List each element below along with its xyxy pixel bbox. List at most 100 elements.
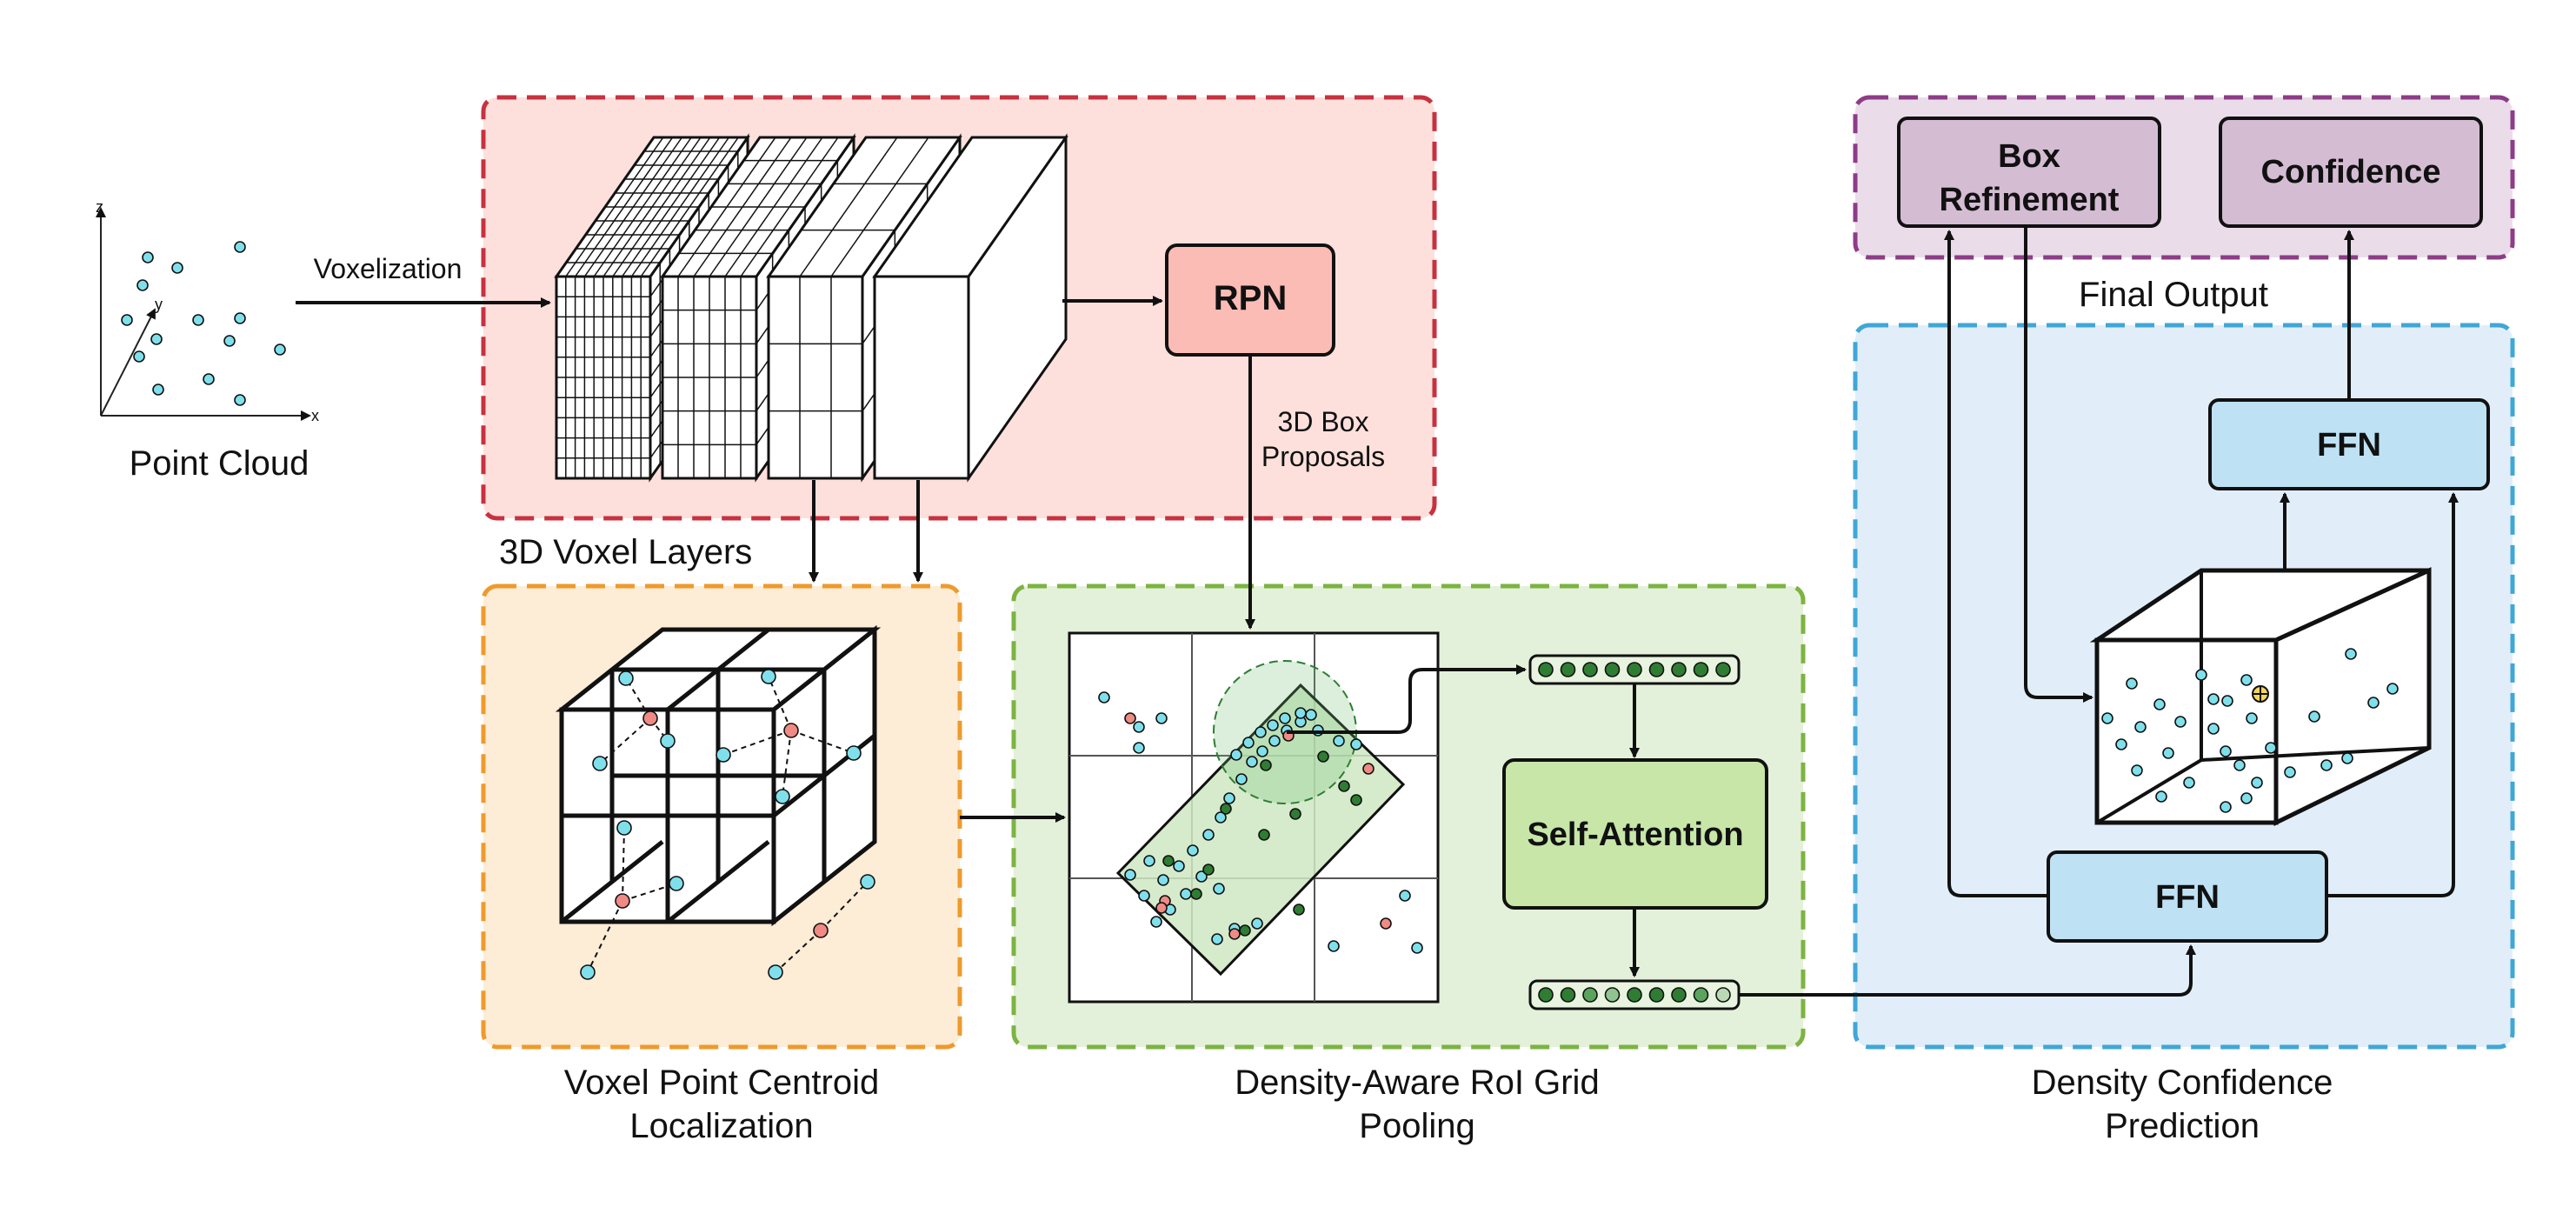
feature-cell — [1627, 662, 1642, 677]
roi-point — [1267, 719, 1279, 731]
feature-vector-top — [1528, 654, 1741, 685]
roi-point-green — [1202, 864, 1215, 876]
axis-y-label: y — [155, 296, 163, 313]
roi-point-green — [1190, 888, 1202, 900]
self-attention-label: Self-Attention — [1527, 817, 1743, 853]
voxelization-label: Voxelization — [314, 253, 463, 284]
point-cloud-points — [121, 241, 286, 406]
voxel-point — [592, 756, 608, 771]
density-point — [2207, 723, 2220, 735]
voxel-point — [580, 964, 596, 980]
roi-point — [1124, 869, 1136, 881]
voxel-centroid — [615, 893, 630, 909]
box-refinement-line1: Box — [1998, 138, 2060, 175]
point-cloud: z x y — [96, 198, 319, 424]
feature-cell — [1648, 662, 1665, 677]
roi-point — [1350, 738, 1362, 750]
density-cube — [2089, 567, 2432, 827]
box-refinement-to-cube-arrow — [2024, 226, 2093, 703]
voxel-point — [616, 820, 632, 836]
roi-point — [1213, 883, 1225, 895]
density-point — [2131, 764, 2143, 777]
point-cloud-point — [150, 333, 163, 345]
voxel-point — [860, 874, 875, 890]
point-cloud-point — [223, 335, 236, 347]
ffn-to-ffn-top-arrow — [2326, 492, 2459, 897]
ffn-bottom-label: FFN — [2155, 879, 2220, 916]
roi-point — [1256, 745, 1268, 757]
feature-cell — [1582, 662, 1598, 677]
roi-point — [1255, 726, 1267, 738]
roi-point-red — [1155, 902, 1168, 914]
point-cloud-point — [203, 373, 215, 385]
voxel-centroid — [642, 710, 658, 726]
confidence-label: Confidence — [2261, 154, 2441, 190]
point-cloud-point — [192, 314, 204, 326]
point-cloud-point — [234, 312, 246, 324]
feature-cell — [1693, 662, 1709, 677]
density-point — [2195, 669, 2207, 681]
voxel-centroid — [813, 923, 829, 938]
roi-point — [1223, 792, 1235, 804]
feature-cell — [1715, 987, 1731, 1003]
point-cloud-point — [152, 383, 164, 396]
roi-point-red — [1228, 928, 1241, 940]
density-point — [2155, 790, 2167, 803]
point-cloud-point — [121, 314, 133, 326]
roi-point-green — [1317, 750, 1329, 763]
roi-point-green — [1258, 829, 1270, 841]
roi-point — [1157, 874, 1169, 886]
roi-point-green — [1293, 904, 1305, 916]
feature-cell — [1671, 662, 1687, 677]
voxel-layer-block — [872, 133, 1068, 483]
point-cloud-point — [274, 343, 286, 356]
roi-point — [1173, 860, 1185, 872]
roi-point-red — [1380, 917, 1392, 930]
density-point — [2233, 759, 2246, 771]
density-point — [2220, 801, 2232, 813]
feature-cell — [1560, 662, 1576, 677]
voxel-point — [768, 964, 783, 980]
centroid-label-line2: Localization — [629, 1107, 813, 1145]
roi-point — [1235, 773, 1248, 785]
roi-point — [1133, 742, 1145, 754]
voxel-point — [846, 745, 862, 761]
density-point — [2221, 695, 2233, 707]
roi-point — [1279, 712, 1291, 724]
density-label-line1: Density Confidence — [2032, 1064, 2333, 1102]
axis-x-label: x — [311, 407, 319, 424]
density-point — [2246, 712, 2258, 724]
proposals-label-line2: Proposals — [1261, 441, 1385, 472]
vector-to-ffn-arrow — [1739, 944, 2196, 997]
point-cloud-point — [171, 262, 183, 274]
density-point — [2134, 721, 2147, 733]
final-output-label: Final Output — [2079, 276, 2268, 314]
roi-point-green — [1350, 794, 1362, 806]
feature-cell — [1538, 987, 1554, 1003]
roi-point-green — [1260, 759, 1272, 771]
roi-point-green — [1239, 924, 1251, 937]
density-point — [2308, 710, 2320, 723]
feature-cell — [1671, 987, 1687, 1003]
density-point — [2115, 738, 2127, 750]
roi-point — [1411, 942, 1423, 954]
density-point — [2101, 712, 2113, 724]
feature-cell — [1604, 987, 1621, 1003]
point-cloud-point — [136, 279, 149, 291]
density-point — [2153, 698, 2166, 710]
box-refinement-box — [1897, 117, 2161, 228]
density-point — [2162, 747, 2174, 759]
feature-vector-bottom — [1528, 979, 1741, 1010]
density-point — [2183, 777, 2195, 789]
roi-point — [1305, 709, 1317, 721]
voxel-layers-label: 3D Voxel Layers — [499, 533, 752, 571]
voxel-centroid — [783, 723, 799, 738]
roi-point — [1333, 735, 1345, 747]
density-point — [2386, 683, 2399, 695]
roi-point — [1180, 888, 1192, 900]
voxel-point — [660, 733, 676, 749]
roi-point — [1211, 933, 1223, 945]
centroid-label-line1: Voxel Point Centroid — [564, 1064, 879, 1102]
roi-label-line1: Density-Aware RoI Grid — [1235, 1064, 1599, 1102]
